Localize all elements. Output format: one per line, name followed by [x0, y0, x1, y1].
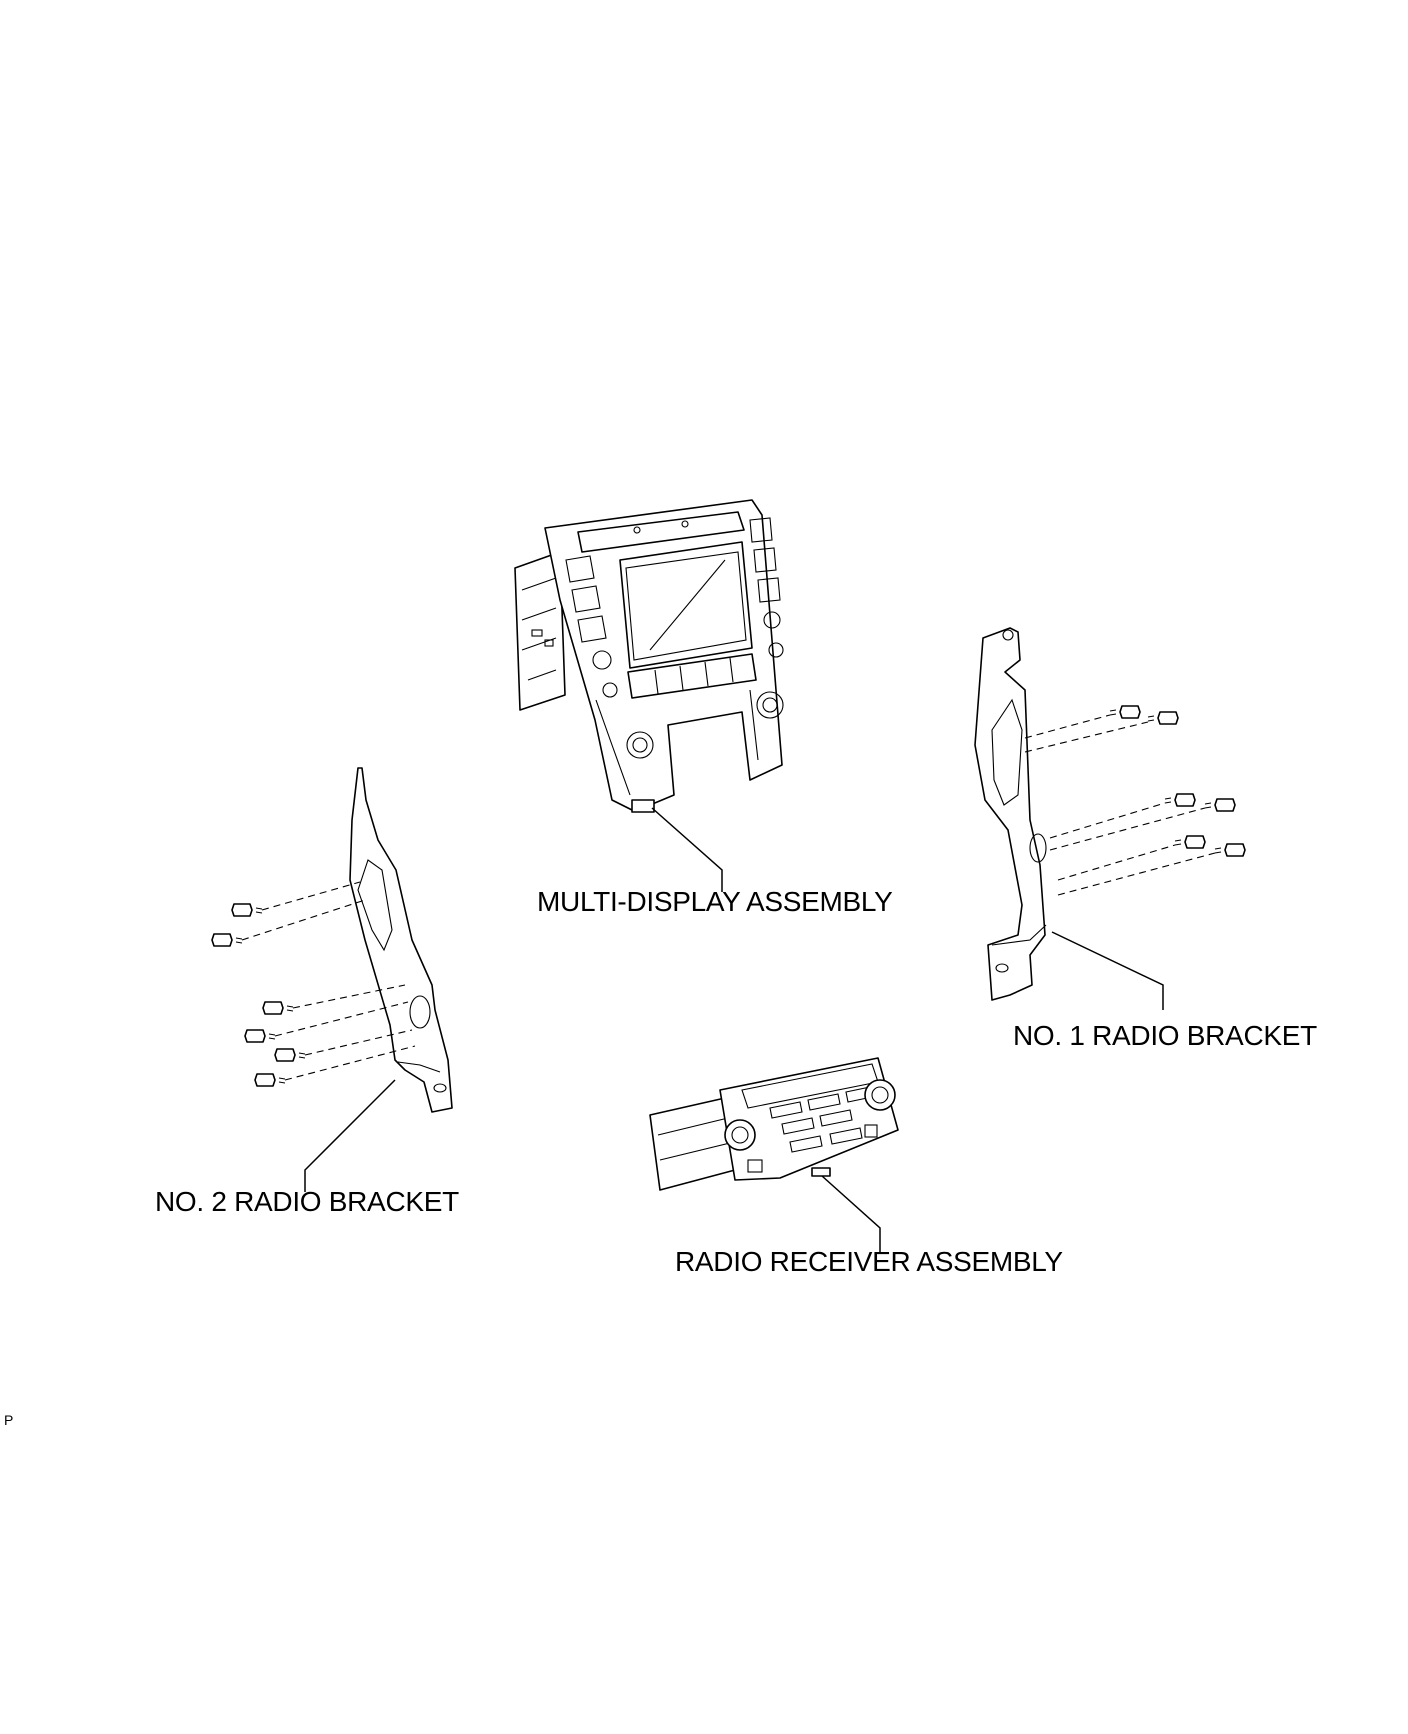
no1-radio-bracket-label: NO. 1 RADIO BRACKET — [1013, 1020, 1317, 1051]
radio-receiver-assembly-label: RADIO RECEIVER ASSEMBLY — [675, 1246, 1063, 1277]
no1-radio-bracket-drawing — [974, 627, 1047, 1001]
corner-mark: P — [4, 1412, 14, 1428]
radio-receiver-assembly-drawing — [649, 1057, 899, 1191]
multi-display-assembly-drawing — [514, 499, 784, 813]
no1-bracket-leader — [1051, 931, 1164, 1010]
multi-display-leader — [651, 807, 723, 892]
no2-radio-bracket-drawing — [349, 767, 453, 1113]
radio-receiver-leader — [821, 1175, 881, 1252]
no1-bracket-bolts — [1024, 705, 1246, 896]
multi-display-assembly-label: MULTI-DISPLAY ASSEMBLY — [537, 886, 893, 917]
no2-bracket-leader — [304, 1079, 396, 1192]
no2-radio-bracket-label: NO. 2 RADIO BRACKET — [155, 1186, 459, 1217]
no2-bracket-bolts — [211, 881, 416, 1087]
